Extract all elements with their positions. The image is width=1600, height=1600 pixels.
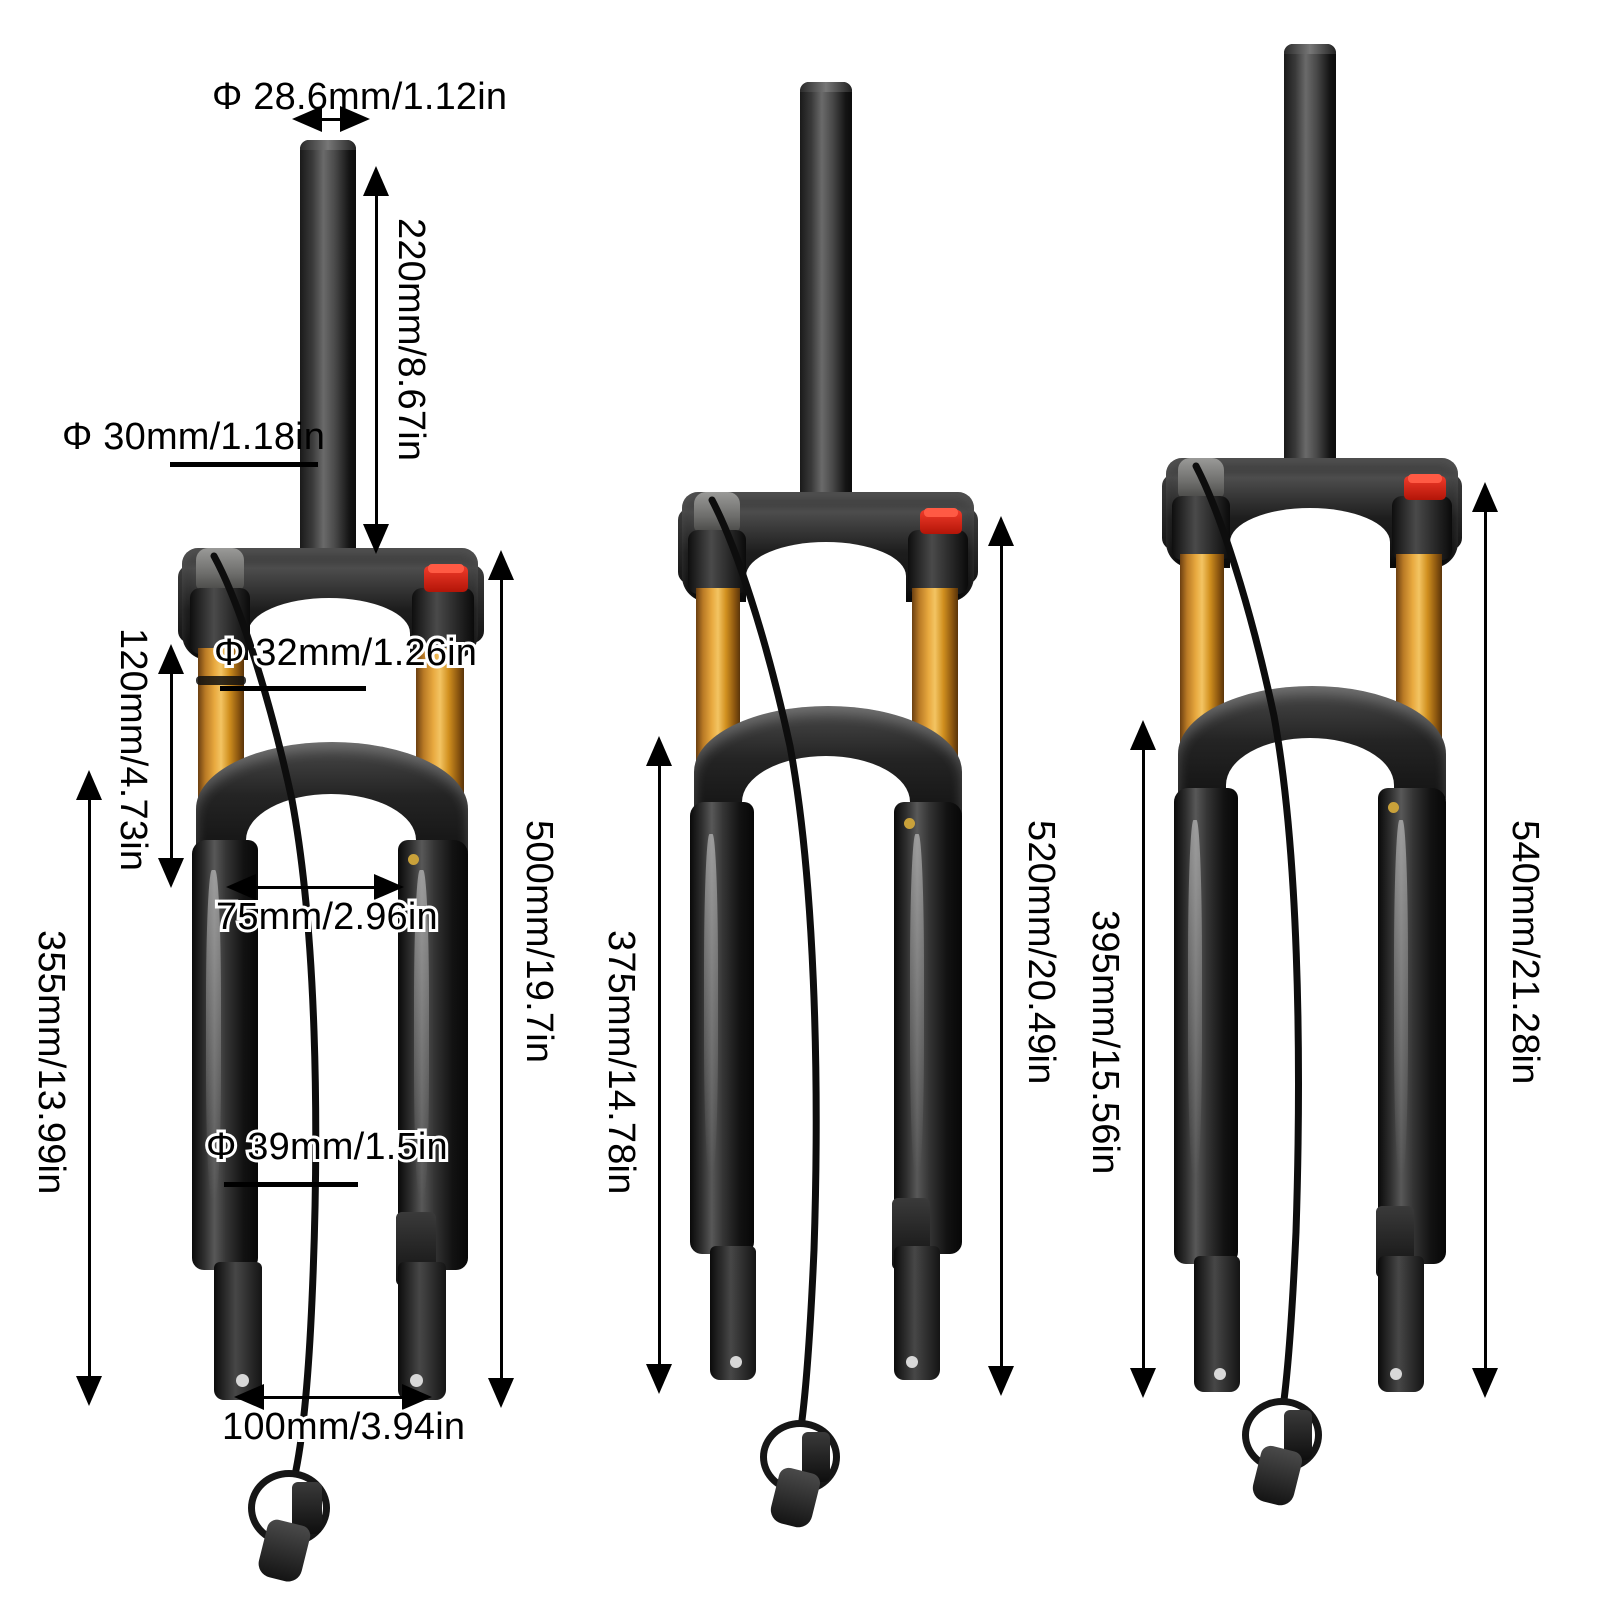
lower-leg-highlight-right bbox=[910, 834, 924, 1174]
label-atc-520: 520mm/20.49in bbox=[1020, 820, 1062, 1085]
arrow-up-lower-355 bbox=[76, 770, 102, 800]
arrow-down-steerer-length bbox=[363, 524, 389, 554]
arrow-right-arch-75 bbox=[374, 874, 404, 900]
arrow-down-lower-355 bbox=[76, 1376, 102, 1406]
arrow-down-lower-395 bbox=[1130, 1368, 1156, 1398]
arrow-left-axle-100 bbox=[234, 1384, 264, 1410]
label-travel: 120mm/4.73in bbox=[112, 628, 154, 872]
dropout-right bbox=[894, 1246, 940, 1380]
label-arch-width: 75mm/2.96in bbox=[213, 895, 441, 939]
dropout-bolt-left bbox=[1214, 1368, 1226, 1380]
dim-line-atc-520 bbox=[1000, 546, 1003, 1368]
arrow-right-axle-100 bbox=[402, 1384, 432, 1410]
red-adjuster-top bbox=[428, 564, 464, 573]
leader-line-stanchion-32 bbox=[220, 686, 366, 691]
dim-line-lower-355 bbox=[88, 800, 91, 1378]
stanchion-seal-left bbox=[196, 676, 246, 685]
steerer-tube bbox=[300, 140, 356, 570]
arrow-right-steerer-top bbox=[340, 106, 370, 132]
label-atc-500: 500mm/19.7in bbox=[518, 820, 560, 1064]
arch-bolt-right bbox=[408, 854, 419, 865]
arrow-down-travel bbox=[158, 858, 184, 888]
arch-bolt-right bbox=[1388, 802, 1399, 813]
dropout-bolt-right bbox=[1390, 1368, 1402, 1380]
arrow-up-atc-540 bbox=[1472, 482, 1498, 512]
leader-line-steerer-30 bbox=[170, 462, 318, 467]
label-lower-355: 355mm/13.99in bbox=[30, 930, 72, 1195]
label-steerer-length: 220mm/8.67in bbox=[390, 218, 432, 462]
stanchion-cap-right bbox=[1392, 496, 1452, 560]
arrow-up-travel bbox=[158, 644, 184, 674]
dim-line-atc-500 bbox=[500, 580, 503, 1380]
label-steerer-diameter-30: Φ 30mm/1.18in bbox=[62, 416, 326, 458]
dim-line-atc-540 bbox=[1484, 512, 1487, 1370]
arrow-up-atc-520 bbox=[988, 516, 1014, 546]
dropout-bolt-left bbox=[236, 1374, 249, 1387]
dim-line-axle-100 bbox=[258, 1396, 408, 1399]
arch-cutout bbox=[1226, 738, 1394, 832]
arrow-up-atc-500 bbox=[488, 550, 514, 580]
arch-cutout bbox=[246, 794, 416, 886]
arrow-up-lower-375 bbox=[646, 736, 672, 766]
arrow-down-atc-520 bbox=[988, 1366, 1014, 1396]
arch-cutout bbox=[742, 756, 910, 848]
lower-leg-left bbox=[192, 840, 258, 1270]
steerer-tube bbox=[800, 82, 852, 500]
dim-line-lower-395 bbox=[1142, 750, 1145, 1370]
lower-leg-highlight-left bbox=[704, 834, 718, 1174]
leader-line-lower-39 bbox=[224, 1182, 358, 1187]
dropout-bolt-left bbox=[730, 1356, 742, 1368]
red-adjuster-top bbox=[1408, 474, 1442, 483]
dim-line-travel bbox=[170, 672, 173, 860]
dropout-right bbox=[1378, 1256, 1424, 1392]
arrow-down-atc-500 bbox=[488, 1378, 514, 1408]
label-lower-leg-diameter: Φ 39mm/1.5in bbox=[203, 1125, 451, 1169]
red-adjuster-top bbox=[924, 508, 958, 517]
arch-bolt-right bbox=[904, 818, 915, 829]
label-lower-395: 395mm/15.56in bbox=[1084, 910, 1126, 1175]
lower-leg-left bbox=[690, 802, 754, 1254]
dim-line-arch-75 bbox=[250, 886, 380, 889]
crown-arch-cutout bbox=[248, 598, 410, 668]
dim-line-steerer-length bbox=[375, 195, 378, 525]
lower-leg-highlight-left bbox=[1188, 820, 1202, 1176]
lower-leg-left bbox=[1174, 788, 1238, 1264]
arrow-left-steerer-top bbox=[292, 106, 322, 132]
arrow-up-lower-395 bbox=[1130, 720, 1156, 750]
arrow-left-arch-75 bbox=[226, 874, 256, 900]
label-atc-540: 540mm/21.28in bbox=[1504, 820, 1546, 1085]
lower-leg-right bbox=[1378, 788, 1446, 1264]
label-stanchion-diameter: Φ 32mm/1.26in bbox=[211, 631, 480, 675]
lower-leg-right bbox=[894, 802, 962, 1254]
lower-leg-highlight-left bbox=[206, 870, 221, 1200]
dropout-bolt-right bbox=[410, 1374, 423, 1387]
arrow-up-steerer-length bbox=[363, 166, 389, 196]
stanchion-cap-right bbox=[908, 530, 968, 594]
stanchion-cap-right bbox=[412, 588, 474, 654]
crown-arch-cutout bbox=[1230, 508, 1390, 576]
arrow-down-atc-540 bbox=[1472, 1368, 1498, 1398]
label-axle-spacing: 100mm/3.94in bbox=[219, 1405, 468, 1449]
lower-leg-highlight-right bbox=[414, 870, 429, 1200]
lower-leg-highlight-right bbox=[1394, 820, 1408, 1176]
dim-line-lower-375 bbox=[658, 766, 661, 1366]
dropout-bolt-right bbox=[906, 1356, 918, 1368]
label-lower-375: 375mm/14.78in bbox=[600, 930, 642, 1195]
dim-line-steerer-top bbox=[312, 118, 346, 121]
arrow-down-lower-375 bbox=[646, 1364, 672, 1394]
steerer-tube bbox=[1284, 44, 1336, 468]
lower-leg-right bbox=[398, 840, 468, 1270]
crown-arch-cutout bbox=[746, 542, 906, 610]
